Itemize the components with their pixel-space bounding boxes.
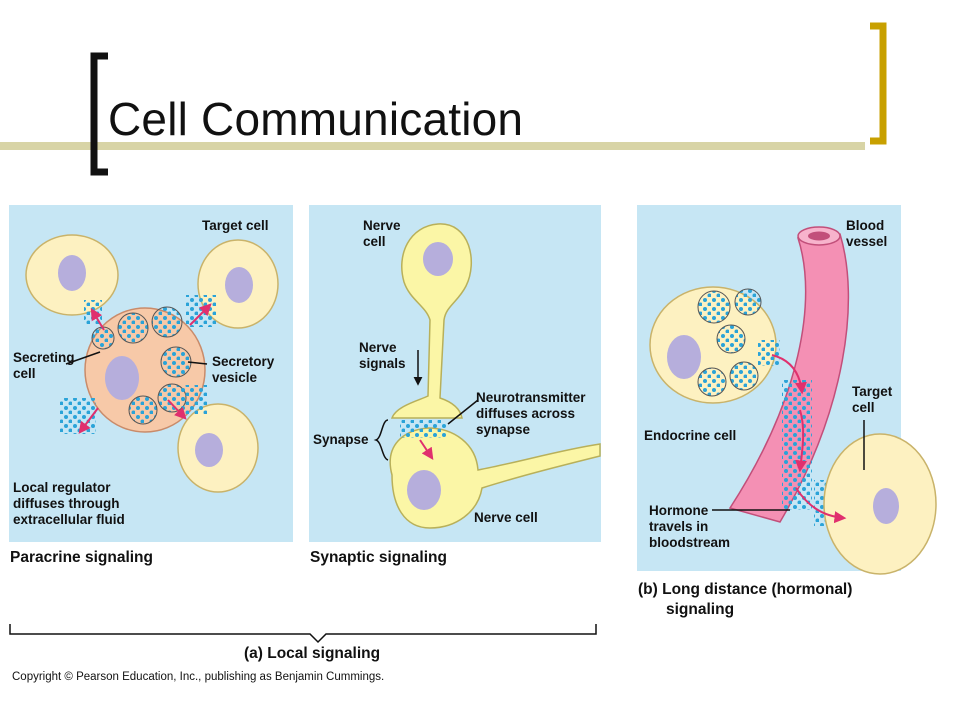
label-nerve-signals-2: signals (359, 356, 406, 371)
label-local-regulator-3: extracellular fluid (13, 512, 125, 527)
label-target-cell-2: cell (852, 400, 875, 415)
label-hormone-3: bloodstream (649, 535, 730, 550)
label-nerve-cell-top-1: Nerve (363, 218, 401, 233)
local-signaling-brace (9, 624, 597, 644)
label-nerve-cell-bottom: Nerve cell (474, 510, 538, 525)
endocrine-panel: Blood vessel Target cell Endocrine cell … (637, 205, 937, 575)
secretory-vesicle (117, 312, 149, 344)
caption-long-distance-1: (b) Long distance (hormonal) (638, 581, 852, 598)
synaptic-panel: Nerve cell Nerve signals Neurotransmitte… (309, 205, 601, 542)
right-bracket (870, 22, 887, 145)
label-target-cell: Target cell (202, 218, 269, 233)
nerve-cell-top (390, 223, 473, 419)
label-secretory-vesicle-1: Secretory (212, 354, 275, 369)
caption-paracrine: Paracrine signaling (10, 549, 153, 566)
label-local-regulator-1: Local regulator (13, 480, 111, 495)
label-secreting-cell-2: cell (13, 366, 36, 381)
label-neurotransmitter-1: Neurotransmitter (476, 390, 586, 405)
blood-vessel (728, 233, 850, 523)
caption-synaptic: Synaptic signaling (310, 549, 447, 566)
label-nerve-cell-top-2: cell (363, 234, 386, 249)
caption-long-distance-2: signaling (666, 601, 734, 618)
label-blood-vessel-1: Blood (846, 218, 884, 233)
label-hormone-1: Hormone (649, 503, 709, 518)
left-bracket (90, 52, 108, 176)
caption-local-signaling: (a) Local signaling (244, 645, 380, 662)
title-underline (0, 142, 865, 150)
paracrine-panel: Target cell Secreting cell Secretory ves… (9, 205, 293, 542)
label-nerve-signals-1: Nerve (359, 340, 397, 355)
label-secreting-cell-1: Secreting (13, 350, 75, 365)
label-hormone-2: travels in (649, 519, 708, 534)
label-secretory-vesicle-2: vesicle (212, 370, 258, 385)
label-synapse: Synapse (313, 432, 369, 447)
label-neurotransmitter-2: diffuses across (476, 406, 575, 421)
label-local-regulator-2: diffuses through (13, 496, 120, 511)
copyright: Copyright © Pearson Education, Inc., pub… (12, 671, 385, 683)
label-target-cell-1: Target (852, 384, 893, 399)
label-blood-vessel-2: vessel (846, 234, 887, 249)
slide-title: Cell Communication (108, 93, 524, 145)
label-neurotransmitter-3: synapse (476, 422, 531, 437)
label-endocrine-cell: Endocrine cell (644, 428, 736, 443)
